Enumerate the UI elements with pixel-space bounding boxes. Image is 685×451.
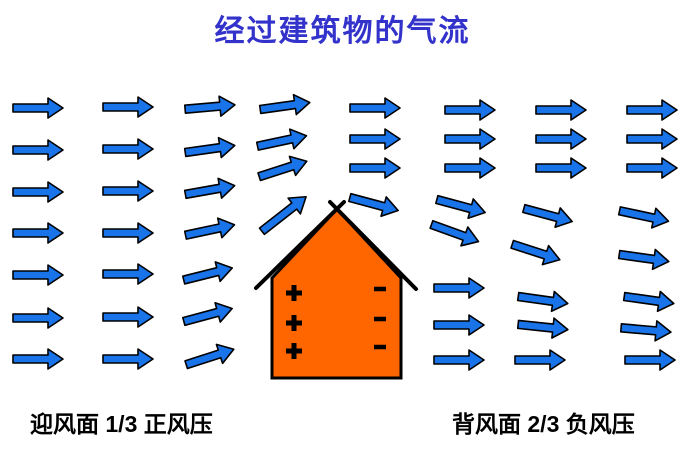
flow-arrow — [433, 277, 485, 299]
leeward-pressure-label: 背风面 2/3 负风压 — [452, 411, 635, 437]
flow-arrow — [258, 195, 307, 236]
flow-arrow — [622, 290, 675, 313]
flow-arrow — [522, 203, 573, 229]
flow-arrow — [12, 264, 64, 286]
flow-arrow — [183, 177, 236, 200]
flow-arrow — [12, 222, 64, 244]
flow-arrow — [258, 93, 311, 116]
flow-arrow — [184, 343, 235, 370]
house-roof-line — [254, 200, 346, 290]
flow-arrow — [444, 128, 496, 150]
flow-arrow — [182, 301, 233, 327]
flow-arrow — [102, 263, 154, 285]
flow-arrow — [444, 99, 496, 121]
page-title: 经过建筑物的气流 — [214, 15, 471, 48]
flow-arrow — [433, 314, 485, 336]
flow-arrow — [435, 194, 486, 220]
flow-arrow — [617, 206, 670, 229]
flow-arrow — [102, 138, 154, 160]
flow-arrows-layer — [12, 93, 678, 371]
flow-arrow — [514, 349, 566, 371]
flow-arrow — [349, 128, 401, 150]
positive-pressure-sign — [286, 343, 302, 359]
flow-arrow — [626, 99, 678, 121]
flow-arrow — [348, 192, 399, 218]
flow-arrow — [535, 157, 587, 179]
flow-arrow — [349, 157, 401, 179]
flow-arrow — [102, 306, 154, 328]
flow-arrow — [12, 139, 64, 161]
flow-arrow — [257, 155, 308, 182]
flow-arrow — [619, 320, 672, 342]
positive-pressure-sign — [286, 285, 302, 301]
flow-arrow — [102, 222, 154, 244]
flow-arrow — [12, 307, 64, 329]
windward-pressure-label: 迎风面 1/3 正风压 — [30, 411, 213, 437]
flow-arrow — [617, 248, 670, 271]
flow-arrow — [349, 97, 401, 119]
flow-arrow — [516, 317, 569, 339]
flow-arrow — [181, 261, 234, 285]
flow-arrow — [429, 219, 480, 247]
flow-arrow — [535, 128, 587, 150]
flow-arrow — [12, 181, 64, 203]
flow-arrow — [255, 128, 308, 151]
positive-pressure-sign — [286, 315, 302, 331]
flow-arrow — [624, 349, 676, 371]
flow-arrow — [12, 348, 64, 370]
flow-arrow — [516, 290, 569, 313]
flow-arrow — [444, 157, 496, 179]
flow-arrow — [102, 348, 154, 370]
flow-arrow — [12, 97, 64, 119]
flow-arrow — [626, 128, 678, 150]
flow-arrow — [510, 239, 561, 266]
flow-arrow — [433, 349, 485, 371]
flow-arrow — [183, 136, 236, 159]
flow-arrow — [535, 99, 587, 121]
flow-arrow — [183, 217, 236, 240]
flow-arrow — [183, 95, 236, 117]
flow-arrow — [102, 96, 154, 118]
house — [254, 200, 418, 380]
flow-arrow — [626, 157, 678, 179]
house-roof-line — [328, 200, 418, 291]
flow-arrow — [102, 180, 154, 202]
